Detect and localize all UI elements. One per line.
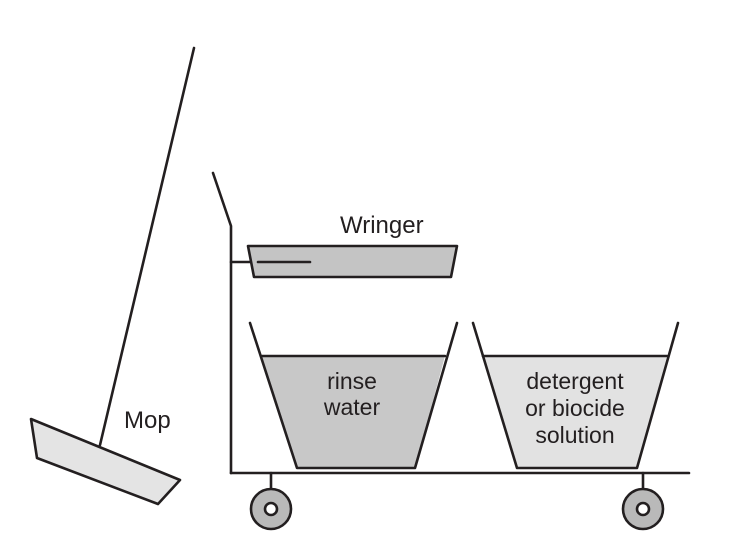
- cart-handle: [211, 171, 233, 475]
- solution-label-line1: detergent: [526, 368, 624, 394]
- rinse-label-line2: water: [323, 394, 381, 420]
- solution-fill: [483, 356, 667, 468]
- solution-label-line2: or biocide: [525, 395, 625, 421]
- wheel-left: [249, 471, 293, 531]
- rinse-water-fill: [262, 356, 445, 468]
- rinse-label-line1: rinse: [327, 368, 377, 394]
- wheel-left-hub: [263, 501, 279, 517]
- wheel-right-hub: [635, 501, 651, 517]
- solution-label-line3: solution: [535, 422, 614, 448]
- rinse-bucket-outline: [248, 321, 459, 470]
- wringer-label: Wringer: [340, 212, 424, 239]
- mop-head: [29, 417, 182, 506]
- solution-bucket-outline: [471, 321, 680, 470]
- mop-handle: [98, 46, 196, 447]
- rinse-bucket: [248, 321, 459, 470]
- wheel-right: [621, 471, 665, 531]
- mop: [29, 46, 196, 506]
- mop-label: Mop: [124, 407, 171, 434]
- solution-bucket: [471, 321, 680, 470]
- wringer: [246, 244, 459, 279]
